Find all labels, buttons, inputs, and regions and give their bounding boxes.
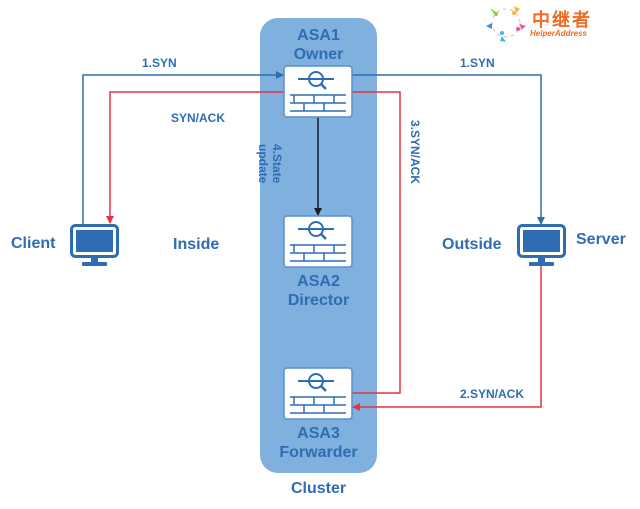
watermark-logo: 中继者 HelperAddress	[484, 2, 614, 44]
asa1-label: ASA1 Owner	[260, 26, 377, 64]
cluster-label: Cluster	[290, 480, 347, 497]
outside-zone-label: Outside	[442, 236, 502, 253]
flow-syn-client-to-asa1	[82, 71, 284, 224]
logo-text-cn: 中继者	[532, 10, 592, 30]
logo-text-en: HelperAddress	[530, 29, 587, 38]
flow-syn-asa1-to-server	[352, 74, 545, 225]
inside-zone-label: Inside	[173, 236, 220, 253]
flow-synack-server-to-asa3	[352, 266, 542, 411]
asa1-role: Owner	[293, 46, 344, 63]
flow-synack-asa1-to-client	[106, 91, 283, 224]
asa3-role: Forwarder	[279, 444, 358, 461]
flow-label-synack-client: SYN/ACK	[171, 111, 226, 125]
server-label: Server	[576, 231, 626, 248]
flow-label-synack-2: 2.SYN/ACK	[460, 387, 525, 401]
asa3-name: ASA3	[297, 425, 340, 442]
client-label: Client	[11, 235, 56, 252]
asa2-role: Director	[287, 292, 350, 309]
asa3-firewall-icon[interactable]	[282, 366, 354, 421]
asa2-name: ASA2	[297, 273, 340, 290]
flow-label-syn-outside: 1.SYN	[460, 56, 495, 70]
asa3-label: ASA3 Forwarder	[260, 424, 377, 462]
asa2-firewall-icon[interactable]	[282, 214, 354, 269]
flow-label-syn-inside: 1.SYN	[142, 56, 177, 70]
asa2-label: ASA2 Director	[260, 272, 377, 310]
flow-synack-asa3-to-asa1	[352, 91, 401, 394]
flow-label-synack-3: 3.SYN/ACK	[408, 120, 422, 185]
asa1-name: ASA1	[297, 27, 340, 44]
flow-label-state-update: 4.State update	[256, 144, 309, 196]
server-monitor-icon[interactable]	[517, 224, 566, 268]
client-monitor-icon[interactable]	[70, 224, 119, 268]
state-update-line1: 4.State	[269, 144, 284, 184]
state-update-line2: update	[255, 144, 270, 184]
asa1-firewall-icon[interactable]	[282, 64, 354, 119]
logo-figures-icon	[486, 6, 526, 42]
